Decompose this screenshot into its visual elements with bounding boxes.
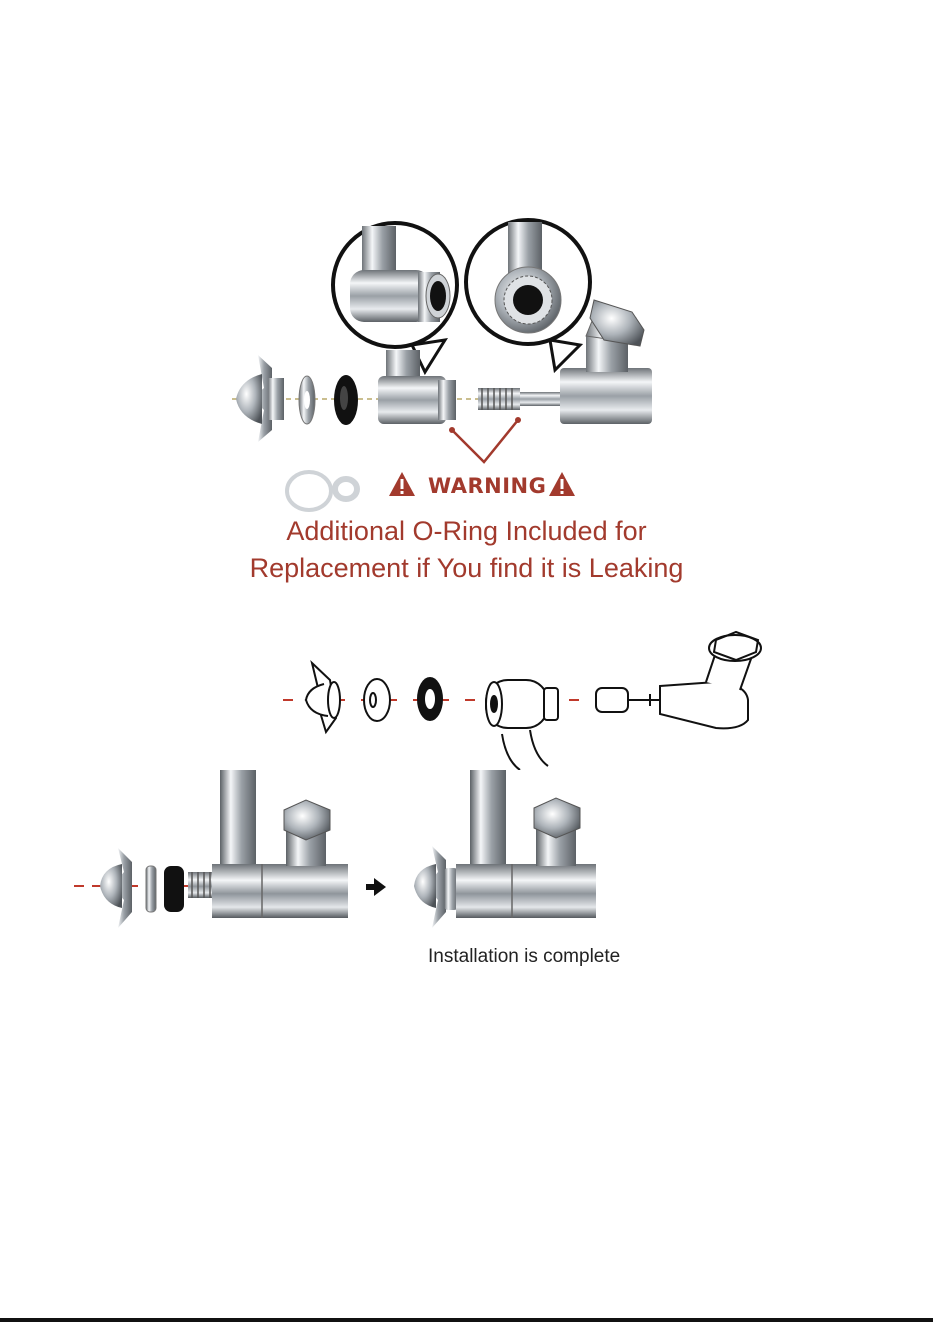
wing-nut-icon bbox=[100, 848, 132, 928]
warning-triangle-icon bbox=[549, 472, 575, 496]
assembly-after bbox=[414, 770, 596, 928]
washer-icon bbox=[146, 866, 156, 912]
wing-nut-icon bbox=[236, 355, 284, 442]
spare-o-rings bbox=[287, 472, 357, 510]
assembly-before bbox=[74, 770, 348, 928]
elbow-fitting-icon bbox=[650, 632, 761, 728]
installation-complete-caption: Installation is complete bbox=[428, 946, 620, 968]
warning-pointer-lines bbox=[452, 420, 518, 462]
note-line-1: Additional O-Ring Included for bbox=[0, 516, 933, 547]
note-line-2: Replacement if You find it is Leaking bbox=[0, 553, 933, 584]
exploded-photo-diagram bbox=[0, 0, 933, 520]
page-bottom-rule bbox=[0, 1318, 933, 1322]
o-ring-icon bbox=[417, 677, 443, 721]
washer-icon bbox=[364, 679, 390, 721]
valve-body-icon bbox=[378, 350, 456, 424]
valve-body-icon bbox=[486, 680, 558, 770]
warning-triangle-icon bbox=[389, 472, 415, 496]
valve-body-icon bbox=[212, 770, 348, 918]
washer-icon bbox=[299, 376, 315, 424]
wing-nut-icon bbox=[414, 846, 446, 928]
wing-nut-icon bbox=[306, 663, 340, 732]
callout-magnifier-left bbox=[333, 223, 457, 372]
o-ring-icon bbox=[164, 866, 184, 912]
assembly-before-after bbox=[0, 760, 933, 950]
warning-label: WARNING bbox=[428, 474, 546, 498]
arrow-right-icon bbox=[366, 878, 386, 896]
threaded-stem-icon bbox=[478, 388, 562, 410]
callout-magnifier-right bbox=[466, 220, 590, 370]
o-ring-icon bbox=[334, 375, 358, 425]
valve-body-icon bbox=[456, 770, 596, 918]
threaded-stem-icon bbox=[188, 872, 216, 898]
line-art-diagram bbox=[0, 620, 933, 770]
